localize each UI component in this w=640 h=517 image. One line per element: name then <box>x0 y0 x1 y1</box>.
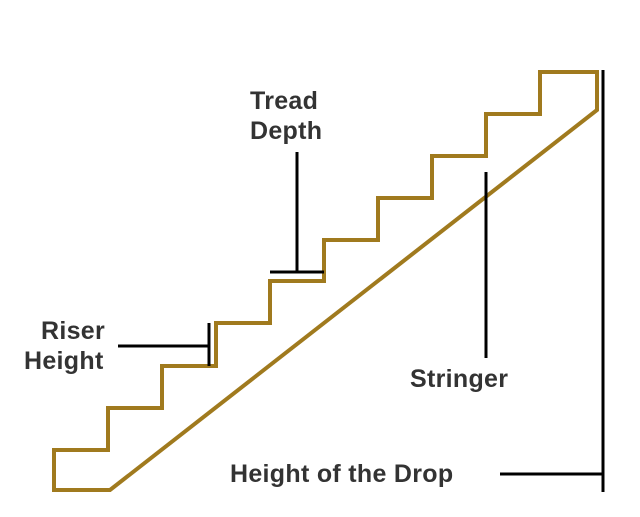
riser-height-label-line2: Height <box>24 347 104 375</box>
tread-depth-label: Tread Depth <box>250 86 322 146</box>
stringer-label: Stringer <box>410 365 509 393</box>
height-of-drop-label: Height of the Drop <box>230 460 454 488</box>
tread-depth-label-line1: Tread <box>250 87 319 115</box>
tread-depth-label-line2: Depth <box>250 117 323 145</box>
stair-outline <box>52 70 599 492</box>
riser-height-label: Riser Height <box>24 316 105 376</box>
riser-height-label-line1: Riser <box>41 317 106 345</box>
